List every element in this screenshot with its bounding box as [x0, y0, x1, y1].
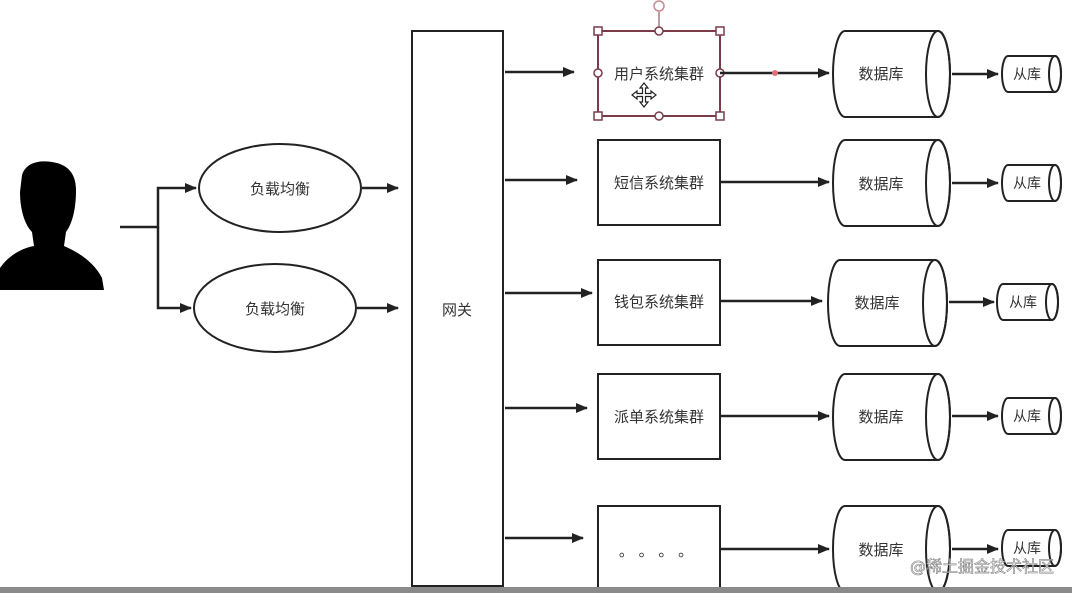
watermark: @稀土掘金技术社区	[910, 557, 1054, 576]
cluster-5-label: 。 。 。 。	[619, 542, 693, 560]
selection-handles[interactable]	[593, 0, 725, 121]
cluster-box-2[interactable]: 短信系统集群	[597, 139, 721, 226]
gateway-label: 网关	[442, 301, 472, 319]
database-5[interactable]: 数据库	[832, 505, 951, 593]
database-1-label: 数据库	[858, 65, 903, 83]
replica-1-label: 从库	[1013, 67, 1041, 83]
bottom-scrollbar[interactable]	[0, 587, 1072, 593]
load-balancer-2[interactable]: 负载均衡	[193, 263, 357, 353]
replica-4[interactable]: 从库	[1001, 397, 1062, 435]
database-1[interactable]: 数据库	[832, 30, 951, 118]
database-4[interactable]: 数据库	[832, 373, 951, 461]
replica-1[interactable]: 从库	[1001, 55, 1062, 93]
database-5-label: 数据库	[858, 541, 903, 559]
database-2[interactable]: 数据库	[832, 139, 951, 227]
cluster-box-5[interactable]: 。 。 。 。	[597, 505, 721, 593]
move-cursor-icon	[631, 82, 657, 108]
cluster-1-label: 用户系统集群	[614, 65, 704, 83]
database-3-label: 数据库	[854, 294, 899, 312]
replica-5[interactable]: 从库	[1001, 529, 1062, 567]
rotate-handle[interactable]	[653, 0, 665, 12]
connector-midpoint-dot[interactable]	[772, 70, 778, 76]
replica-4-label: 从库	[1013, 409, 1041, 425]
cluster-box-1[interactable]: 用户系统集群	[597, 30, 721, 117]
cluster-2-label: 短信系统集群	[614, 174, 704, 192]
database-2-label: 数据库	[858, 175, 903, 193]
database-3[interactable]: 数据库	[827, 259, 948, 347]
replica-3-label: 从库	[1009, 295, 1037, 311]
cluster-box-3[interactable]: 钱包系统集群	[597, 259, 721, 346]
load-balancer-2-label: 负载均衡	[245, 300, 305, 318]
replica-3[interactable]: 从库	[996, 283, 1059, 321]
gateway-box[interactable]: 网关	[411, 30, 504, 587]
load-balancer-1[interactable]: 负载均衡	[198, 143, 362, 233]
user-silhouette-icon	[0, 161, 104, 290]
load-balancer-1-label: 负载均衡	[250, 180, 310, 198]
cluster-4-label: 派单系统集群	[614, 408, 704, 426]
database-4-label: 数据库	[858, 408, 903, 426]
replica-5-label: 从库	[1013, 541, 1041, 557]
cluster-box-4[interactable]: 派单系统集群	[597, 373, 721, 460]
user-to-lb-connector	[120, 183, 197, 313]
replica-2[interactable]: 从库	[1001, 164, 1062, 202]
cluster-3-label: 钱包系统集群	[614, 293, 704, 311]
replica-2-label: 从库	[1013, 176, 1041, 192]
